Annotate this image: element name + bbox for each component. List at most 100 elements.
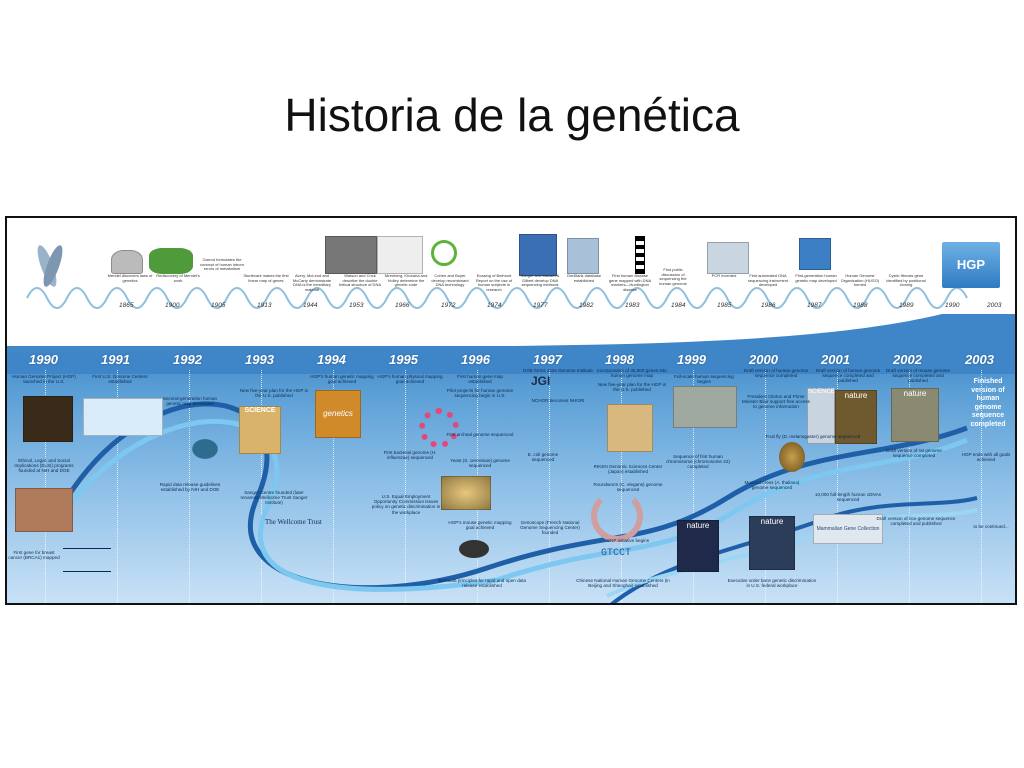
guide-1990 xyxy=(45,370,46,603)
guide-1991 xyxy=(117,370,118,603)
guide-2000 xyxy=(765,370,766,603)
science-magazine-cover-2001: SCIENCE xyxy=(807,388,835,444)
event-1994-genetic-mapping: HGP's human genetic mapping goal achieve… xyxy=(310,374,374,385)
top-year-1944: 1944 xyxy=(303,302,318,309)
top-year-1982: 1982 xyxy=(579,302,594,309)
genetic-map-diagram xyxy=(83,398,163,436)
top-event-1972: Cohen and Boyer develop recombinant DNA … xyxy=(431,273,469,288)
event-1993-sanger-centre: Sanger Centre founded (later renamed Wel… xyxy=(240,490,308,506)
year-1991: 1991 xyxy=(101,352,130,367)
top-year-1988: 1988 xyxy=(853,302,868,309)
year-1999: 1999 xyxy=(677,352,706,367)
top-year-1913: 1913 xyxy=(257,302,272,309)
huntington-marker-icon xyxy=(635,236,645,274)
top-event-1865: Mendel discovers laws of genetics xyxy=(107,273,153,283)
year-1996: 1996 xyxy=(461,352,490,367)
jgi-logo: JGI xyxy=(531,374,551,388)
event-2000-draft: Draft version of human genome sequence c… xyxy=(743,368,809,379)
event-1998-chinese-centers: Chinese National Human Genome Centers (i… xyxy=(576,578,670,589)
sequencing-lab-photo xyxy=(673,386,737,428)
top-event-1977: Sanger and Maxam & Gilbert develop DNA s… xyxy=(520,273,560,288)
top-event-1913: Sturtevant makes the first linear map of… xyxy=(243,273,289,283)
event-1999-chromosome-22: Sequence of first human chromosome (chro… xyxy=(666,454,730,470)
fruit-fly-image xyxy=(779,442,805,472)
chromosome-icon xyxy=(37,245,63,287)
event-2002-rat-draft: Draft version of rat genome sequence com… xyxy=(886,448,942,459)
guide-1997 xyxy=(549,370,550,603)
year-1992: 1992 xyxy=(173,352,202,367)
event-2001-draft-published: Draft version of human genome sequence c… xyxy=(815,368,881,384)
top-event-1974: Ecasing of Belmont Report on the use of … xyxy=(475,273,513,292)
guide-1994 xyxy=(333,370,334,603)
top-event-1982: GenBank database established xyxy=(566,273,602,283)
event-1997-nhgri: NCHGR becomes NHGRI xyxy=(531,398,585,403)
top-event-1905: Garrod formulates the concept of human i… xyxy=(199,257,245,272)
top-event-1984: First public discussion of sequencing th… xyxy=(659,267,687,286)
top-event-1953: Watson and Crick describe the double hel… xyxy=(338,273,381,288)
dna-double-helix xyxy=(64,401,978,603)
event-1991-genome-centers: First U.S. Genome Centers established xyxy=(92,374,148,385)
mammalian-gene-collection-image: Mammalian Gene Collection xyxy=(813,514,883,544)
event-1997-ecoli: E. coli genome sequenced xyxy=(527,452,559,463)
top-year-1983: 1983 xyxy=(625,302,640,309)
event-1998-five-year-plan: New five-year plan for the HGP in the U.… xyxy=(597,382,667,393)
slide-title: Historia de la genética xyxy=(284,89,740,141)
top-year-1974: 1974 xyxy=(487,302,502,309)
genetics-book-cover: genetics xyxy=(315,390,361,438)
band-wave-edge xyxy=(7,314,1015,374)
event-2000-mustard-cress: Mustard cress (A. thaliana) genome seque… xyxy=(744,480,800,491)
wellcome-trust-logo: The Wellcome Trust xyxy=(265,518,322,526)
mendel-portrait xyxy=(111,250,143,274)
top-year-1865: 1865 xyxy=(119,302,134,309)
pea-plant-image xyxy=(149,248,193,274)
top-event-1900: Rediscovery of Mendel's work xyxy=(156,273,200,283)
top-year-1990: 1990 xyxy=(945,302,960,309)
top-year-1905: 1905 xyxy=(211,302,226,309)
plasmid-icon xyxy=(431,240,457,266)
event-1996-bermuda-principles: Bermuda principles for rapid and open da… xyxy=(437,578,527,589)
children-photo xyxy=(15,488,73,532)
event-2003-hgp-ends: HGP ends with all goals achieved xyxy=(961,452,1011,463)
top-year-1985: 1985 xyxy=(717,302,732,309)
year-1998: 1998 xyxy=(605,352,634,367)
year-1993: 1993 xyxy=(245,352,274,367)
top-event-1966: Nirenberg, Khorana and Holley determine … xyxy=(384,273,428,288)
science-magazine-cover: SCIENCE xyxy=(239,406,281,454)
pcr-image xyxy=(707,242,749,274)
watson-crick-photo xyxy=(325,236,377,274)
guide-1995 xyxy=(405,370,406,603)
top-event-1985: PCR invented xyxy=(711,273,737,278)
nature-magazine-cover-2000: nature xyxy=(749,516,795,570)
event-2001-cdnas: 10,000 full-length human cDNAs sequenced xyxy=(814,492,882,503)
top-year-1984: 1984 xyxy=(671,302,686,309)
event-2000-clinton-blair: President Clinton and Prime Minister Bla… xyxy=(742,394,810,410)
nature-magazine-cover-1999: nature xyxy=(677,520,719,572)
year-1995: 1995 xyxy=(389,352,418,367)
event-1995-bacterial-genome: First bacterial genome (H. influenzae) s… xyxy=(383,450,437,461)
top-event-1988: Human Genome Organization (HUGO) formed xyxy=(840,273,880,288)
top-year-1989: 1989 xyxy=(899,302,914,309)
year-2000: 2000 xyxy=(749,352,778,367)
guide-1999 xyxy=(693,370,694,603)
genetics-timeline-poster: HGP Mendel discovers laws of genetics Re… xyxy=(5,216,1017,605)
top-year-1972: 1972 xyxy=(441,302,456,309)
event-1999-full-scale: Full-scale human sequencing begins xyxy=(674,374,734,385)
year-1994: 1994 xyxy=(317,352,346,367)
guide-1992 xyxy=(189,370,190,603)
guide-2002 xyxy=(909,370,910,603)
event-1992-data-release: Rapid data release guidelines establishe… xyxy=(159,482,221,493)
event-2000-executive-order: Executive order bans genetic discriminat… xyxy=(727,578,817,589)
event-1995-eeoc-policy: U.S. Equal Employment Opportunity Commis… xyxy=(371,494,441,515)
event-2000-fruit-fly: Fruit fly (D. melanogaster) genome seque… xyxy=(765,434,861,439)
guide-1998 xyxy=(621,370,622,603)
top-year-1953: 1953 xyxy=(349,302,364,309)
event-1995-physical-mapping: HGP's human physical mapping goal achiev… xyxy=(377,374,443,385)
top-event-1944: Avery, McLeod and McCarty demonstrate DN… xyxy=(292,273,332,292)
event-2003-finished-version: Finished version of human genome sequenc… xyxy=(970,378,1006,428)
event-1998-roundworm: Roundworm (C. elegans) genome sequenced xyxy=(593,482,663,493)
colorful-genome-ring-icon xyxy=(419,408,459,448)
genome-project-image xyxy=(23,396,73,442)
gtcct-text: GTCCT xyxy=(601,548,632,559)
event-1997-jgi: DOE forms Joint Genome Institute xyxy=(523,368,593,373)
top-event-1989: Cystic fibrosis gene identified by posit… xyxy=(886,273,926,288)
